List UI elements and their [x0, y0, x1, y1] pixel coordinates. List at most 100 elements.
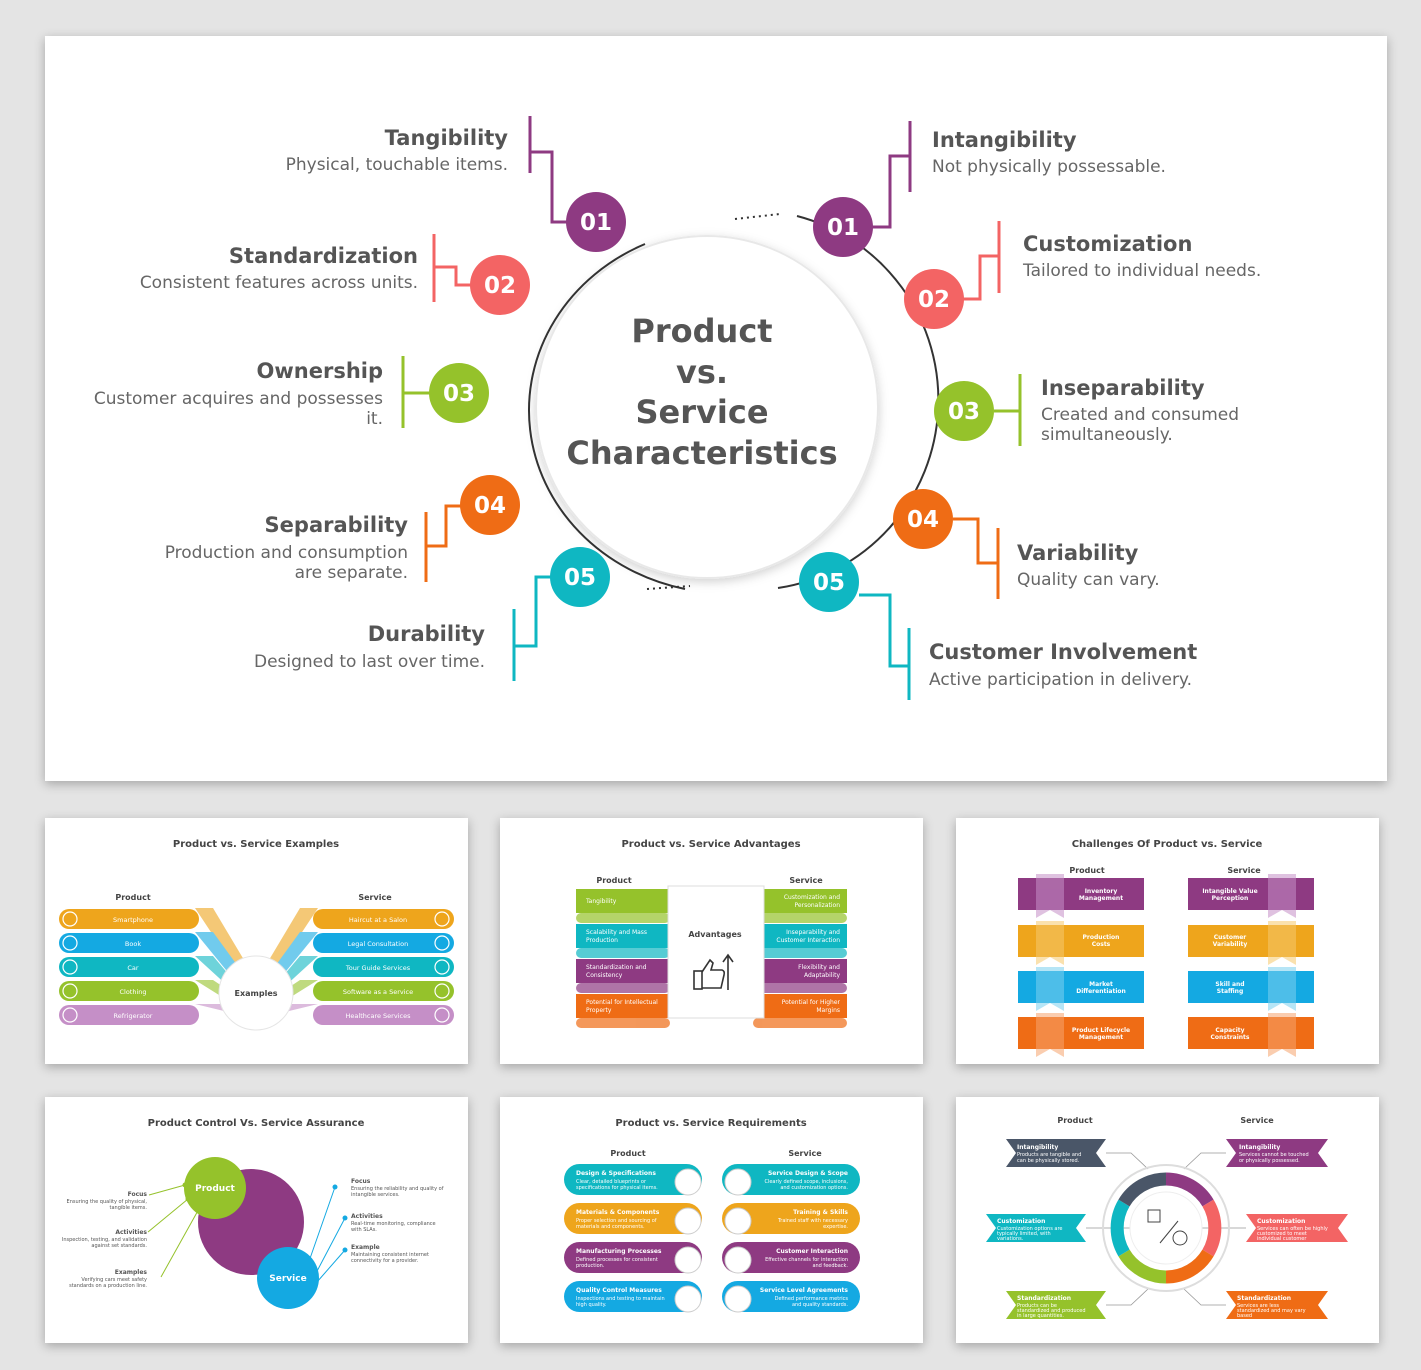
- car-icon: [62, 959, 78, 975]
- product-desc-3b: it.: [366, 409, 383, 429]
- fan-service-5: [285, 1004, 318, 1012]
- ribbon-icon-s1: [1268, 874, 1296, 918]
- connector-s4: [953, 517, 1000, 599]
- radial-product-desc-2b: typically limited, with: [997, 1231, 1051, 1237]
- thumbnail-requirements[interactable]: Product vs. Service Requirements Product…: [500, 1097, 923, 1343]
- product-num-4: 04: [474, 493, 506, 519]
- req-product-desc-4a: Inspections and testing to maintain: [576, 1296, 665, 1302]
- adv-product-4a: Potential for Intellectual: [586, 999, 658, 1006]
- req-product-title-1: Design & Specifications: [576, 1170, 656, 1177]
- challenge-service-4a: Capacity: [1215, 1027, 1244, 1034]
- radial-product-title-2: Customization: [997, 1218, 1045, 1225]
- control-left-desc-3b: standards on a production line.: [69, 1283, 147, 1289]
- main-slide[interactable]: Product vs. Service Characteristics: [45, 36, 1387, 781]
- service-arc-dots: [734, 213, 781, 220]
- box-icon: [1147, 1209, 1161, 1223]
- examples-center-label: Examples: [234, 989, 277, 998]
- service-num-circle-5: [799, 552, 859, 612]
- ribbon-icon-p3: [1036, 967, 1064, 1011]
- ribbon-icon-s2: [1268, 921, 1296, 965]
- challenge-product-2a: Production: [1083, 934, 1120, 941]
- service-title-4: Variability: [1017, 541, 1139, 565]
- radial-line-p1: [1106, 1152, 1149, 1170]
- product-num-circle-5: [550, 547, 610, 607]
- center-line-1: Product: [631, 312, 772, 350]
- ribbon-icon-s4: [1268, 1013, 1296, 1057]
- heart-icon: [434, 1007, 450, 1023]
- req-service-title-4: Service Level Agreements: [760, 1287, 849, 1294]
- thumbs-up-icon: [693, 953, 734, 990]
- center-line-3: Service: [635, 393, 768, 431]
- radial-product-desc-2a: Customization options are: [997, 1226, 1063, 1232]
- req-service-desc-3b: and feedback.: [812, 1263, 848, 1269]
- factory-icon: [674, 1246, 702, 1274]
- req-product-desc-2a: Proper selection and sourcing of: [576, 1218, 657, 1224]
- control-right-title-3: Example: [351, 1244, 380, 1251]
- thumbnail-challenges[interactable]: Challenges Of Product vs. Service Produc…: [956, 818, 1379, 1064]
- radial-center: [1129, 1191, 1203, 1265]
- control-right-desc-1b: intangible services.: [351, 1192, 400, 1198]
- divider-line: [1159, 1220, 1179, 1244]
- thumbnail-advantages[interactable]: Product vs. Service Advantages Product S…: [500, 818, 923, 1064]
- connector-s2: [963, 221, 1001, 301]
- product-desc-2: Consistent features across units.: [140, 273, 418, 293]
- req-product-bar-4: [564, 1281, 702, 1312]
- connector-s3: [994, 374, 1022, 446]
- clothing-icon: [62, 983, 78, 999]
- service-title-5: Customer Involvement: [929, 640, 1197, 664]
- advantages-center-box: [667, 885, 765, 1019]
- service-title-2: Customization: [1023, 232, 1192, 256]
- radial-segment-purple: [1165, 1172, 1214, 1207]
- radial-service-desc-2b: customized to meet: [1257, 1231, 1307, 1237]
- control-right-desc-2b: with SLAs.: [351, 1227, 377, 1233]
- scope-icon: [724, 1168, 752, 1196]
- control-right-desc-3b: connectivity for a provider.: [351, 1258, 419, 1264]
- product-example-bar-1: [59, 909, 199, 929]
- radial-line-s3: [1183, 1288, 1226, 1306]
- thumbnail-control[interactable]: Product Control Vs. Service Assurance Pr…: [45, 1097, 468, 1343]
- radial-service-tag-3: [1226, 1291, 1328, 1319]
- thumbnail-examples[interactable]: Product vs. Service Examples Product Ser…: [45, 818, 468, 1064]
- fan-product-1: [195, 908, 250, 976]
- service-num-1: 01: [827, 215, 859, 241]
- radial-product-tag-3: [1006, 1291, 1106, 1319]
- adv-service-3a: Flexibility and: [798, 964, 840, 971]
- service-title-1: Intangibility: [932, 128, 1077, 152]
- service-example-bar-2: [313, 933, 454, 953]
- service-example-4: Software as a Service: [343, 988, 413, 996]
- req-service-bar-2: [722, 1203, 860, 1234]
- service-desc-5: Active participation in delivery.: [929, 670, 1192, 690]
- challenge-service-3a: Skill and: [1215, 981, 1244, 988]
- adv-service-4a: Potential for Higher: [782, 999, 841, 1006]
- radial-product-desc-1b: can be physically stored.: [1017, 1158, 1080, 1164]
- req-service-desc-4a: Defined performance metrics: [775, 1296, 849, 1302]
- radial-segment-navy: [1118, 1172, 1167, 1207]
- adv-product-4b: Property: [586, 1007, 612, 1014]
- ribbon-icon-s3: [1268, 967, 1296, 1011]
- fan-service-1: [263, 908, 318, 976]
- product-num-5: 05: [564, 565, 596, 591]
- thumbnail-radial[interactable]: Product Service: [956, 1097, 1379, 1343]
- service-num-circle-3: [934, 381, 994, 441]
- gear-icon: [1172, 1230, 1188, 1246]
- radial-segment-teal: [1110, 1199, 1130, 1257]
- service-example-5: Healthcare Services: [346, 1012, 412, 1020]
- product-arc-dots: [646, 585, 691, 590]
- control-left-title-3: Examples: [115, 1269, 148, 1276]
- radial-product-desc-3c: in large quantities.: [1017, 1313, 1064, 1319]
- radial-service-desc-2a: Services can often be highly: [1257, 1226, 1328, 1232]
- control-right-desc-1a: Ensuring the reliability and quality of: [351, 1186, 444, 1192]
- service-example-1: Haircut at a Salon: [349, 916, 407, 924]
- service-desc-3a: Created and consumed: [1041, 405, 1239, 425]
- product-num-circle-3: [429, 363, 489, 423]
- connector-p2: [432, 234, 471, 302]
- service-example-3: Tour Guide Services: [345, 964, 411, 972]
- adv-service-bar-4: [753, 994, 847, 1018]
- req-service-bar-3: [722, 1242, 860, 1273]
- center-line-4: Characteristics: [566, 434, 837, 472]
- challenge-product-1b: Management: [1079, 895, 1123, 902]
- challenge-product-3a: Market: [1089, 981, 1113, 988]
- radial-product-tag-1: [1006, 1139, 1106, 1167]
- radial-service-title-1: Intangibility: [1239, 1144, 1280, 1151]
- req-service-bar-1: [722, 1164, 860, 1195]
